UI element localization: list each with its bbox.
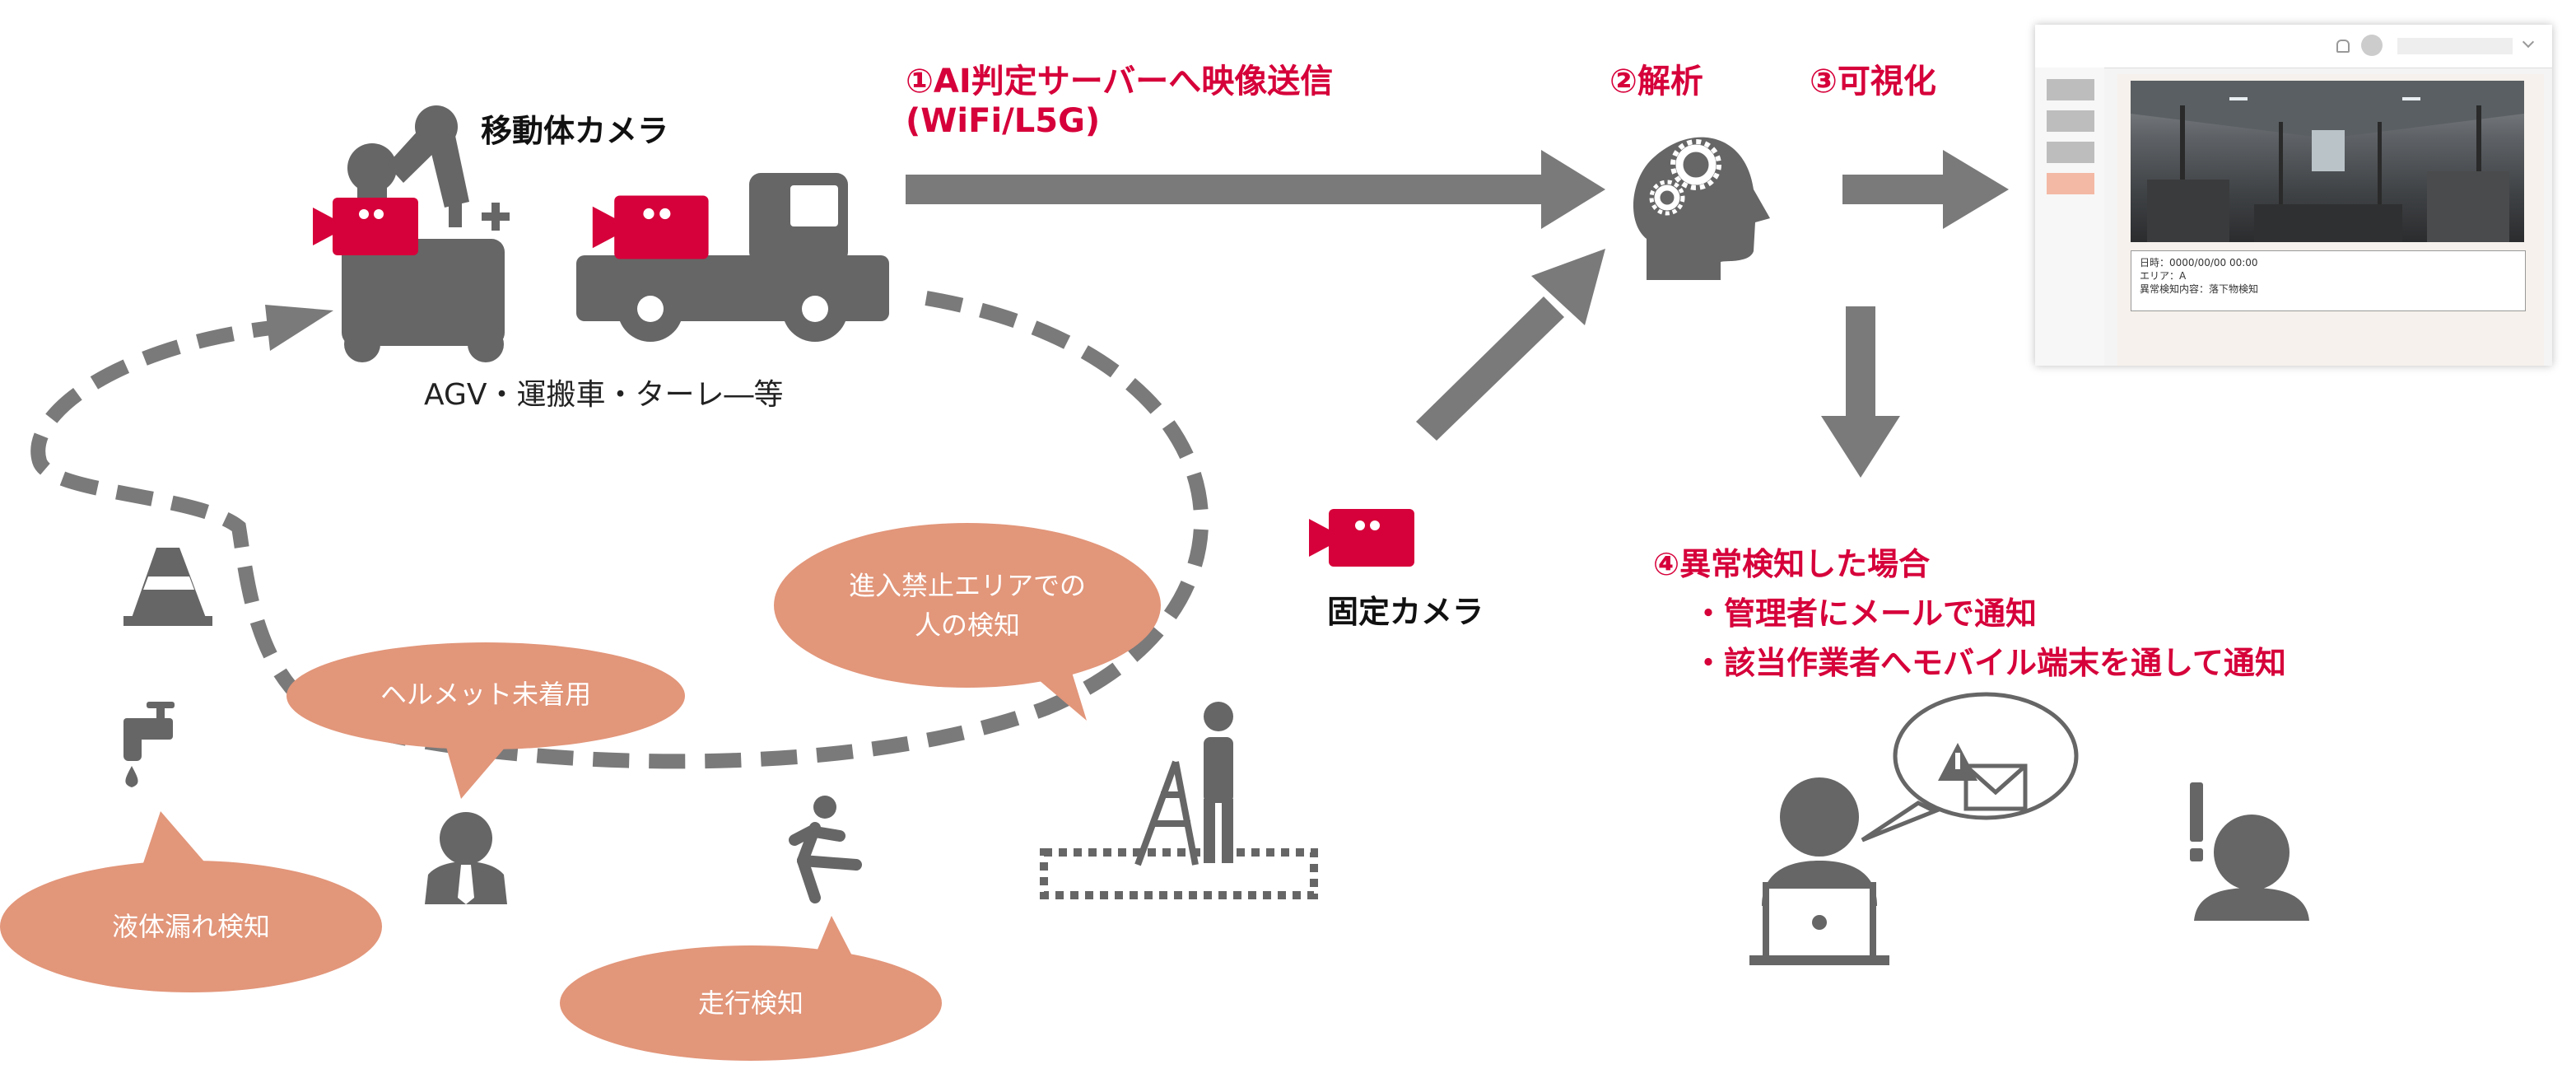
detection-bubbles [0, 523, 1161, 1061]
fixed-camera-title: 固定カメラ [1327, 594, 1484, 630]
chevron-down-icon [2522, 35, 2535, 49]
camera-icon [1309, 509, 1414, 567]
notification-heading: ④異常検知した場合 [1653, 546, 1931, 582]
user-menu-box [2397, 38, 2513, 54]
sidebar-item [2047, 110, 2094, 132]
camera-icon [592, 195, 709, 259]
user-alert-icon [2190, 782, 2309, 921]
faucet-leak-icon [123, 702, 175, 787]
info-detection: 異常検知内容：落下物検知 [2140, 283, 2259, 295]
no-entry-line2: 人の検知 [914, 609, 1020, 641]
loop-arrowhead [265, 305, 333, 351]
step3-label: ③可視化 [1810, 63, 1936, 100]
mail-alert-icon [1861, 692, 2079, 843]
info-datetime: 日時：0000/00/00 00:00 [2140, 257, 2258, 268]
factory-camera-image [2131, 81, 2524, 242]
vehicles-label: AGV・運搬車・ターレ―等 [424, 378, 784, 412]
avatar [2361, 35, 2383, 56]
camera-icon [313, 198, 418, 255]
truck-icon [576, 173, 889, 342]
info-area: エリア：A [2140, 270, 2187, 282]
bell-icon [2336, 40, 2350, 53]
step2-label: ②解析 [1609, 63, 1703, 100]
dashboard-topbar [2035, 25, 2552, 68]
bubble-liquid-leak [0, 861, 382, 992]
sidebar-item-active [2047, 173, 2094, 194]
running-person-icon [789, 796, 862, 903]
robot-arm-agv-icon [342, 105, 510, 362]
ai-head-gears-icon [1633, 137, 1770, 280]
bubble-running [560, 945, 942, 1061]
notification-item-worker: ・該当作業者へモバイル端末を通して通知 [1693, 645, 2286, 681]
user-laptop-icon [1749, 777, 1889, 965]
traffic-cone-icon [123, 548, 212, 626]
dashboard-main: 日時：0000/00/00 00:00 エリア：A 異常検知内容：落下物検知 [2117, 74, 2544, 366]
step1-line2: (WiFi/L5G) [906, 102, 1101, 140]
dashboard-sidebar [2035, 68, 2104, 366]
notification-item-admin: ・管理者にメールで通知 [1693, 595, 2038, 632]
detection-info-box: 日時：0000/00/00 00:00 エリア：A 異常検知内容：落下物検知 [2131, 250, 2526, 311]
bubble-helmet [286, 642, 685, 749]
step1-line1: ①AI判定サーバーへ映像送信 [906, 63, 1334, 100]
no-entry-line1: 進入禁止エリアでの [848, 570, 1086, 601]
worker-tie-icon [425, 812, 507, 904]
sidebar-item [2047, 142, 2094, 163]
sidebar-item [2047, 79, 2094, 100]
bubble-no-entry [774, 523, 1161, 688]
liquid-leak-label: 液体漏れ検知 [111, 911, 270, 942]
mobile-camera-title: 移動体カメラ [481, 113, 669, 149]
flow-arrows [906, 150, 2009, 478]
helmet-label: ヘルメット未着用 [380, 679, 591, 710]
ladder-worker-icon [1040, 702, 1318, 899]
dashboard-preview: 日時：0000/00/00 00:00 エリア：A 異常検知内容：落下物検知 [2035, 25, 2552, 366]
running-label: 走行検知 [697, 987, 804, 1019]
